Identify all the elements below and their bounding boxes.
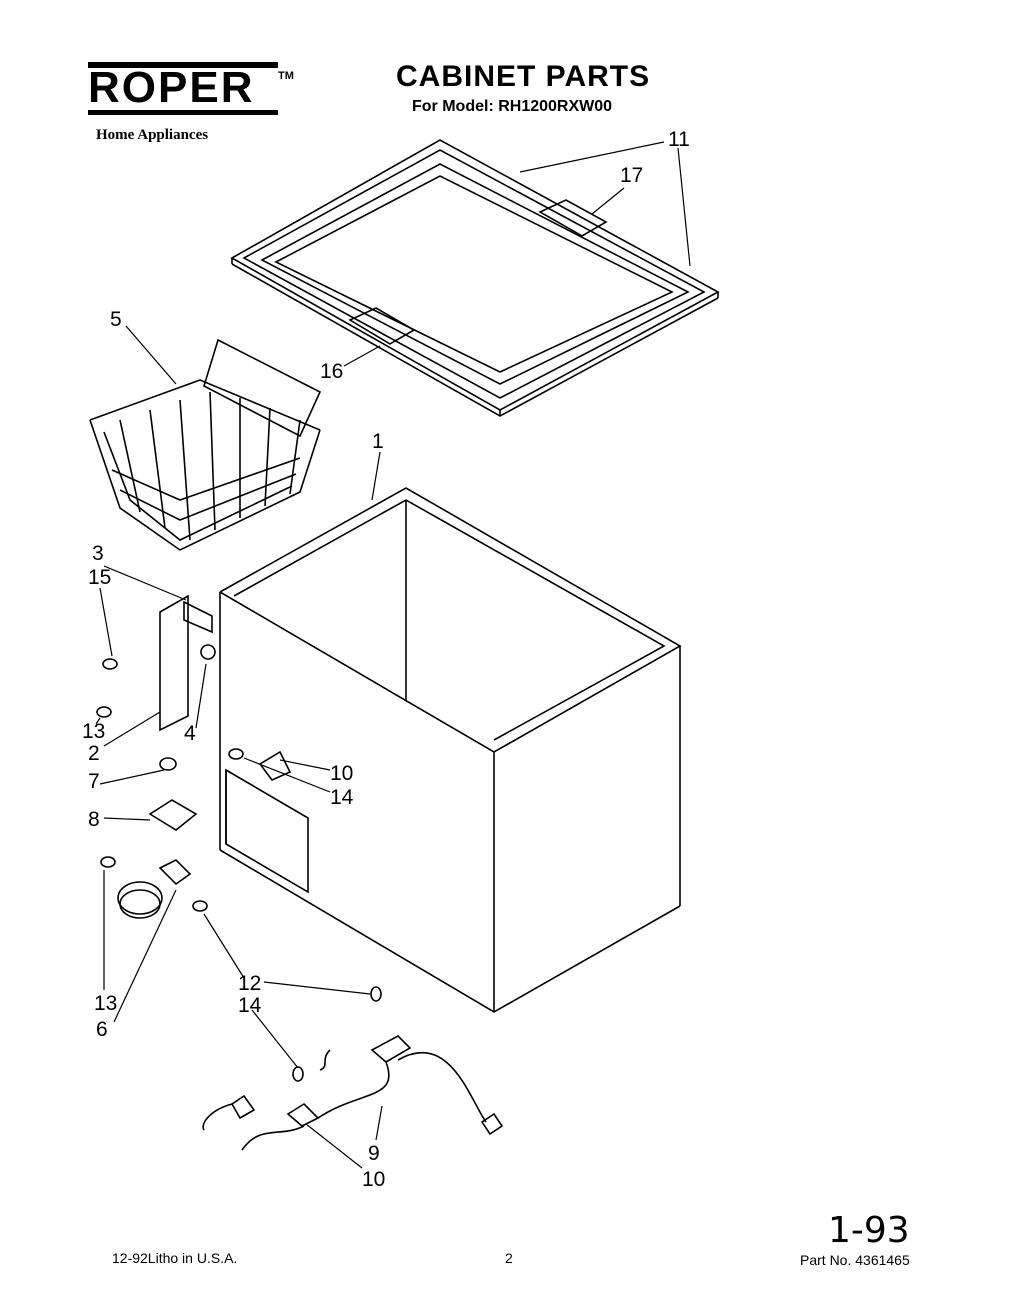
callout-5: 5 xyxy=(110,308,122,331)
brand-logo: ROPER xyxy=(88,63,255,112)
callout-1: 1 xyxy=(372,430,384,453)
logo-bottom-bar xyxy=(88,110,278,115)
callout-6: 6 xyxy=(96,1018,108,1041)
callout-13-lower: 13 xyxy=(94,992,117,1015)
callout-11: 11 xyxy=(668,128,690,151)
brand-tagline: Home Appliances xyxy=(96,127,209,143)
callout-2: 2 xyxy=(88,742,100,765)
handwritten-date: 1-93 xyxy=(828,1210,910,1251)
page-title: CABINET PARTS xyxy=(396,60,651,93)
callout-12: 12 xyxy=(238,972,261,995)
callout-14-lower: 14 xyxy=(238,994,262,1017)
litho-note: 12-92Litho in U.S.A. xyxy=(112,1250,238,1266)
callout-3: 3 xyxy=(92,542,104,565)
callout-9: 9 xyxy=(368,1142,380,1165)
callout-8: 8 xyxy=(88,808,100,831)
callout-14-upper: 14 xyxy=(330,786,354,809)
callout-13-upper: 13 xyxy=(82,720,105,743)
model-subtitle: For Model: RH1200RXW00 xyxy=(412,98,613,115)
callout-15: 15 xyxy=(88,566,111,589)
callout-10-lower: 10 xyxy=(362,1168,385,1191)
hardware-parts xyxy=(96,594,504,1151)
logo-top-bar xyxy=(88,62,278,68)
page-number: 2 xyxy=(505,1250,513,1266)
callout-7: 7 xyxy=(88,770,100,793)
callout-16: 16 xyxy=(320,360,343,383)
callout-labels: 11 17 5 16 1 3 15 4 13 2 7 8 10 14 13 6 … xyxy=(82,128,690,1191)
leader-lines xyxy=(95,141,691,1169)
part-number: Part No. 4361465 xyxy=(800,1252,910,1268)
cabinet-box xyxy=(219,487,682,1013)
wire-basket xyxy=(89,338,322,551)
callout-17: 17 xyxy=(620,164,643,187)
trademark-mark: TM xyxy=(278,70,294,82)
lid-gasket xyxy=(230,139,720,417)
callout-10-upper: 10 xyxy=(330,762,353,785)
callout-4: 4 xyxy=(184,722,196,745)
